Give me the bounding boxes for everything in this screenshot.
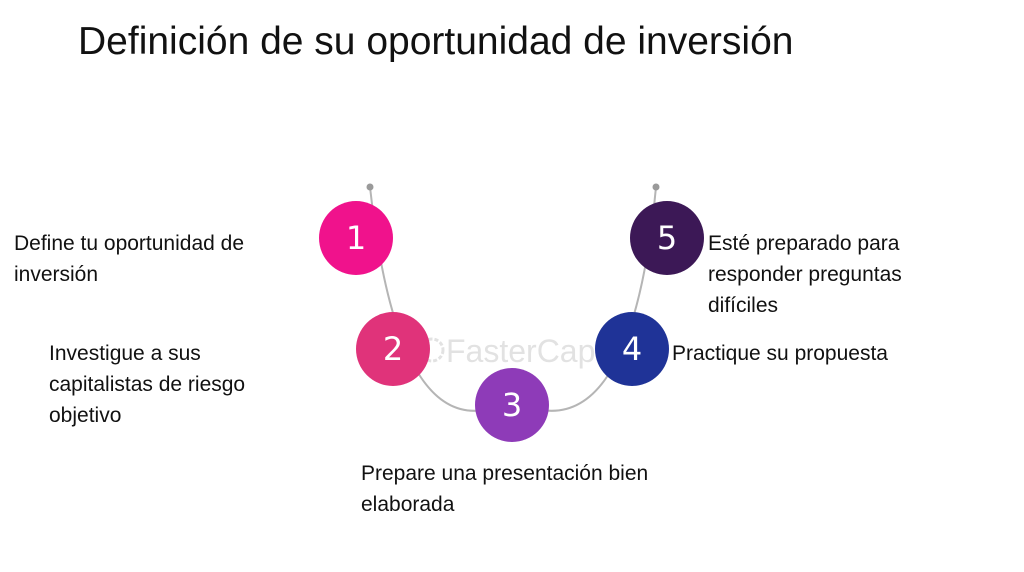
step-circle-1: 1 [319, 201, 393, 275]
step-number-1: 1 [346, 219, 366, 257]
page-title: Definición de su oportunidad de inversió… [78, 20, 794, 63]
step-number-5: 5 [657, 219, 677, 257]
arc-end-dot-right [652, 183, 660, 191]
step-number-2: 2 [383, 330, 403, 368]
step-number-3: 3 [502, 386, 522, 424]
watermark-gear-icon [419, 337, 445, 363]
step-circle-2: 2 [356, 312, 430, 386]
step-label-3: Prepare una presentación bien elaborada [361, 462, 649, 516]
step-circle-4: 4 [595, 312, 669, 386]
step-label-4: Practique su propuesta [672, 342, 888, 365]
arc-end-dot-left [366, 183, 374, 191]
step-label-5: Esté preparado para responder preguntas … [708, 232, 902, 317]
step-label-2: Investigue a sus capitalistas de riesgo … [49, 342, 246, 427]
step-number-4: 4 [622, 330, 642, 368]
step-circle-3: 3 [475, 368, 549, 442]
step-label-1: Define tu oportunidad de inversión [14, 232, 245, 286]
step-circle-5: 5 [630, 201, 704, 275]
